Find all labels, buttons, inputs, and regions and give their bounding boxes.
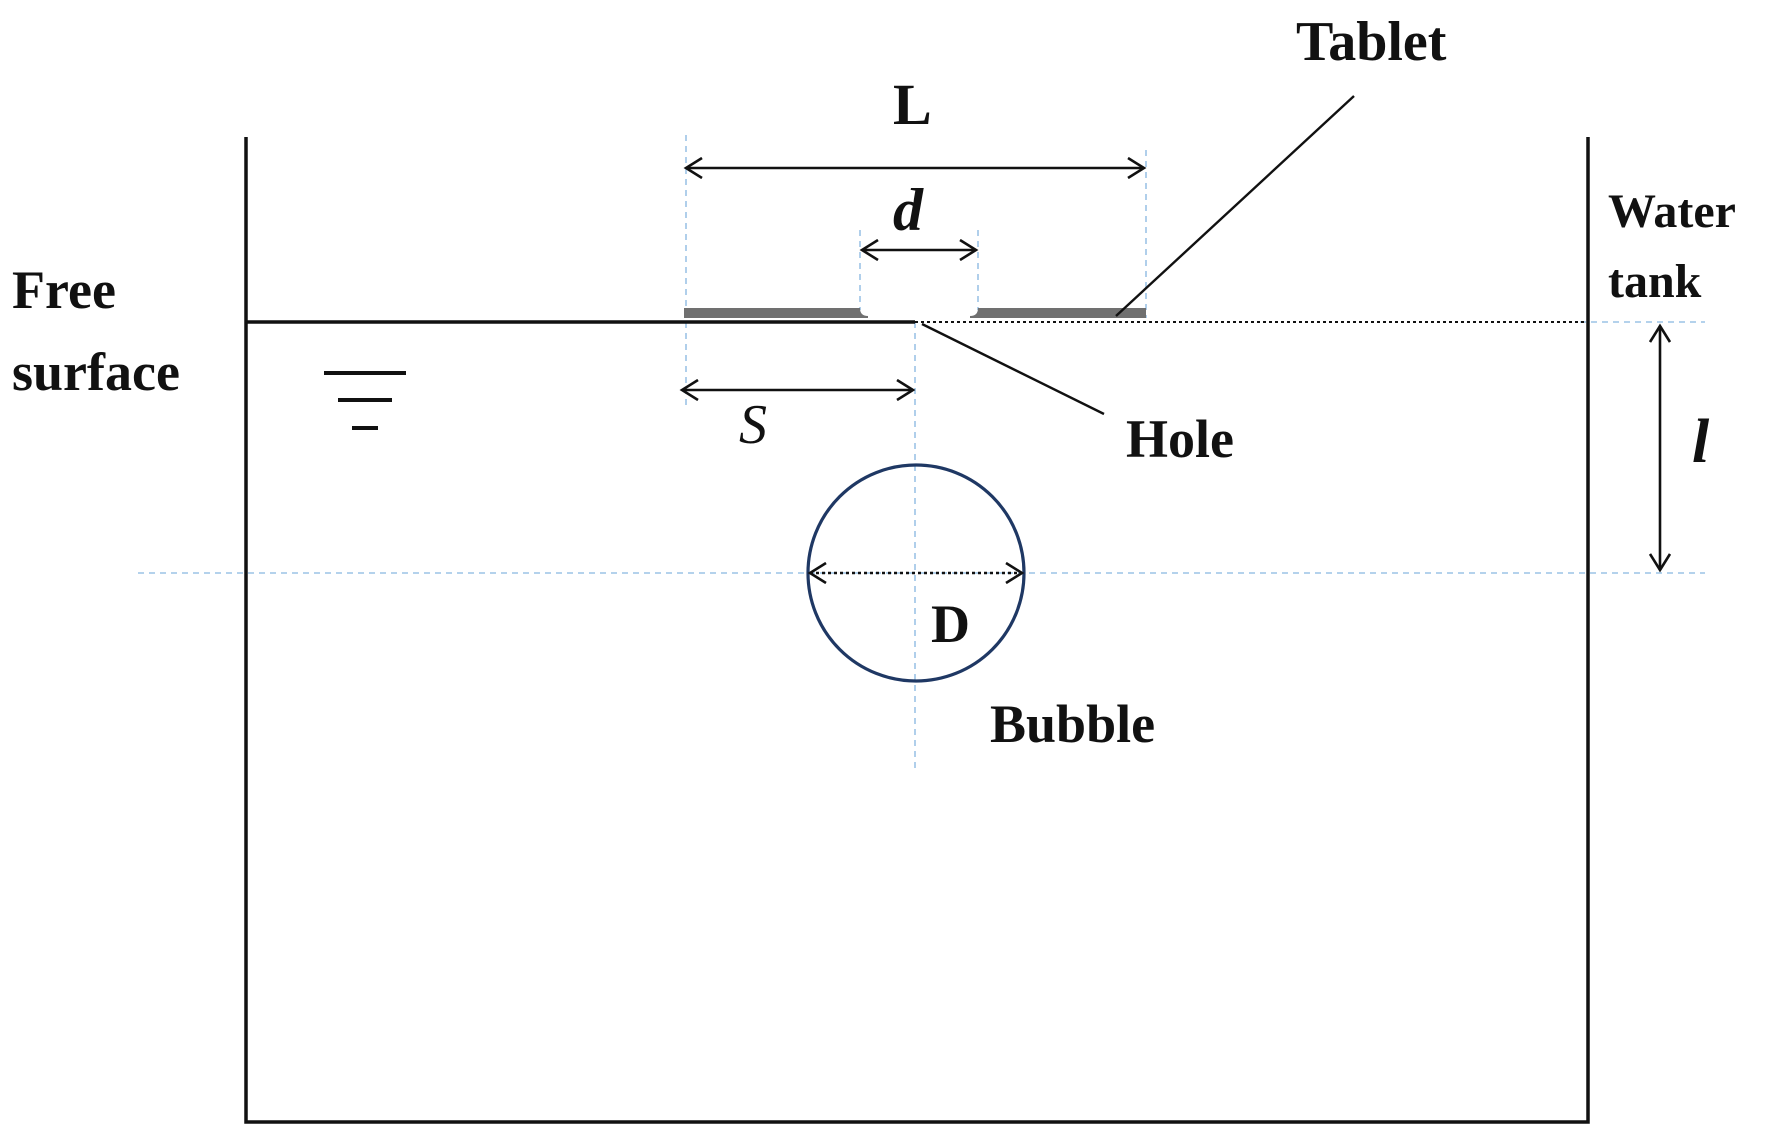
water-level-icon: [324, 371, 406, 430]
water-tank-label-line2: tank: [1608, 255, 1702, 308]
tablet-right-segment: [970, 308, 1146, 318]
dimension-label-S: S: [739, 394, 767, 456]
bubble-diameter-label-D: D: [931, 594, 970, 654]
water-tank-wall: [244, 137, 1590, 1124]
dimension-label-l: l: [1692, 408, 1710, 476]
bubble-label: Bubble: [990, 694, 1155, 754]
hole-leader-line: [921, 322, 1105, 416]
tablet-left-segment: [684, 308, 868, 318]
free-surface-label-line2: surface: [12, 342, 180, 402]
tablet-leader-line: [1115, 95, 1355, 317]
tablet-plate: [684, 308, 1146, 318]
hole-label: Hole: [1126, 409, 1234, 469]
dimension-label-d: d: [893, 177, 924, 243]
free-surface-label-line1: Free: [12, 260, 116, 320]
water-tank-label-line1: Water: [1608, 185, 1736, 238]
tablet-label: Tablet: [1296, 11, 1447, 73]
dimension-label-L: L: [893, 72, 932, 137]
